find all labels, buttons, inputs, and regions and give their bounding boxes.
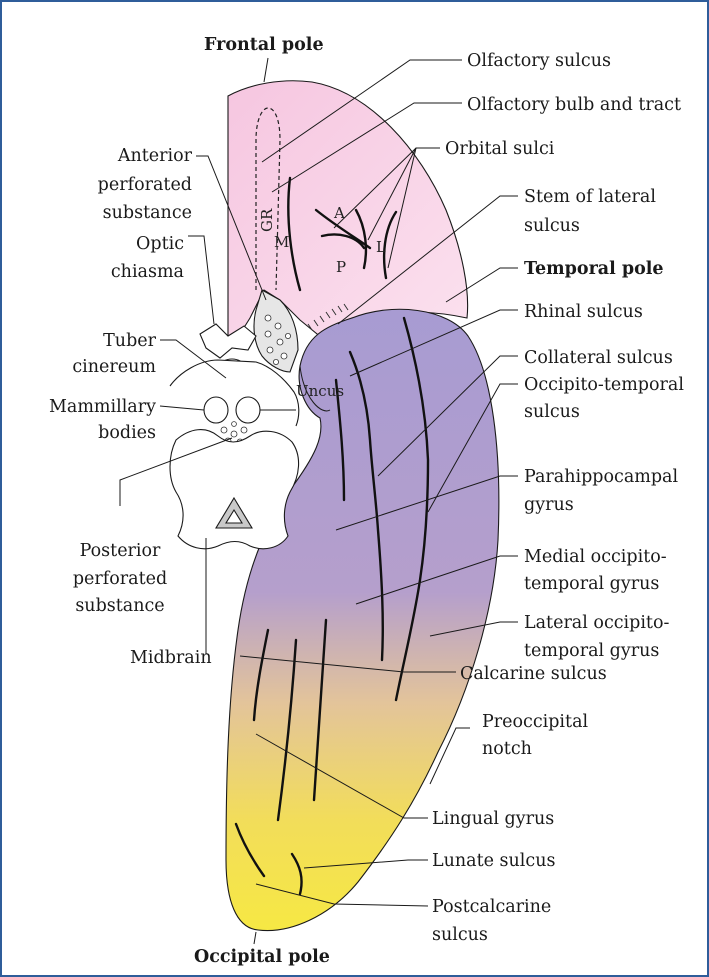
svg-text:chiasma: chiasma: [111, 262, 184, 282]
optic-chiasma-label: Optic chiasma: [111, 234, 184, 282]
svg-text:perforated: perforated: [98, 175, 192, 195]
collateral-sulcus-label: Collateral sulcus: [524, 348, 673, 368]
svg-text:Anterior: Anterior: [117, 146, 193, 166]
midbrain-cross-section: [170, 430, 299, 549]
medial-orbital-gyrus-label: M: [274, 233, 289, 251]
tuber-cinereum-label: Tuber cinereum: [72, 331, 156, 377]
svg-text:temporal gyrus: temporal gyrus: [524, 574, 659, 594]
frontal-pole-label: Frontal pole: [204, 35, 324, 55]
svg-text:Occipito-temporal: Occipito-temporal: [524, 375, 684, 395]
occipito-temporal-sulcus-label: Occipito-temporal sulcus: [524, 375, 684, 422]
svg-text:notch: notch: [482, 739, 532, 759]
svg-text:Mammillary: Mammillary: [49, 397, 156, 417]
svg-text:Stem of lateral: Stem of lateral: [524, 187, 656, 207]
svg-text:sulcus: sulcus: [524, 402, 580, 422]
lunate-sulcus-label: Lunate sulcus: [432, 851, 555, 871]
svg-text:cinereum: cinereum: [72, 357, 156, 377]
gyrus-rectus-label: GR: [258, 208, 276, 232]
svg-text:Optic: Optic: [136, 234, 184, 254]
posterior-orbital-gyrus-label: P: [336, 258, 346, 276]
calcarine-sulcus-label: Calcarine sulcus: [460, 664, 607, 684]
anterior-perforated-label: Anterior perforated substance: [98, 146, 193, 223]
svg-text:gyrus: gyrus: [524, 495, 574, 515]
svg-text:Medial occipito-: Medial occipito-: [524, 547, 667, 567]
svg-text:Preoccipital: Preoccipital: [482, 712, 588, 732]
occipital-pole-label: Occipital pole: [194, 947, 330, 967]
preoccipital-notch-label: Preoccipital notch: [482, 712, 588, 759]
olfactory-bulb-tract-label: Olfactory bulb and tract: [467, 95, 681, 115]
postcalcarine-sulcus-label: Postcalcarine sulcus: [432, 897, 551, 945]
svg-text:sulcus: sulcus: [432, 925, 488, 945]
orbital-sulci-label: Orbital sulci: [445, 139, 555, 159]
uncus-label: Uncus: [296, 382, 344, 400]
svg-text:Posterior: Posterior: [80, 541, 161, 561]
svg-text:temporal gyrus: temporal gyrus: [524, 641, 659, 661]
svg-text:Postcalcarine: Postcalcarine: [432, 897, 551, 917]
olfactory-sulcus-label: Olfactory sulcus: [467, 51, 611, 71]
rhinal-sulcus-label: Rhinal sulcus: [524, 302, 643, 322]
lateral-occipito-temporal-label: Lateral occipito- temporal gyrus: [524, 613, 670, 661]
mammillary-bodies-label: Mammillary bodies: [49, 397, 156, 443]
svg-text:perforated: perforated: [73, 569, 167, 589]
posterior-perforated-label: Posterior perforated substance: [73, 541, 167, 616]
midbrain-label: Midbrain: [130, 648, 212, 668]
medial-occipito-temporal-label: Medial occipito- temporal gyrus: [524, 547, 667, 594]
svg-text:sulcus: sulcus: [524, 216, 580, 236]
lingual-gyrus-label: Lingual gyrus: [432, 809, 554, 829]
parahippocampal-gyrus-label: Parahippocampal gyrus: [524, 467, 678, 515]
svg-text:Parahippocampal: Parahippocampal: [524, 467, 678, 487]
lateral-orbital-gyrus-label: L: [376, 238, 386, 256]
svg-text:substance: substance: [75, 596, 164, 616]
svg-text:bodies: bodies: [98, 423, 156, 443]
svg-text:Lateral occipito-: Lateral occipito-: [524, 613, 670, 633]
svg-text:Tuber: Tuber: [103, 331, 157, 351]
temporal-pole-label: Temporal pole: [524, 259, 664, 279]
stem-lateral-sulcus-label: Stem of lateral sulcus: [524, 187, 656, 236]
svg-text:substance: substance: [103, 203, 192, 223]
